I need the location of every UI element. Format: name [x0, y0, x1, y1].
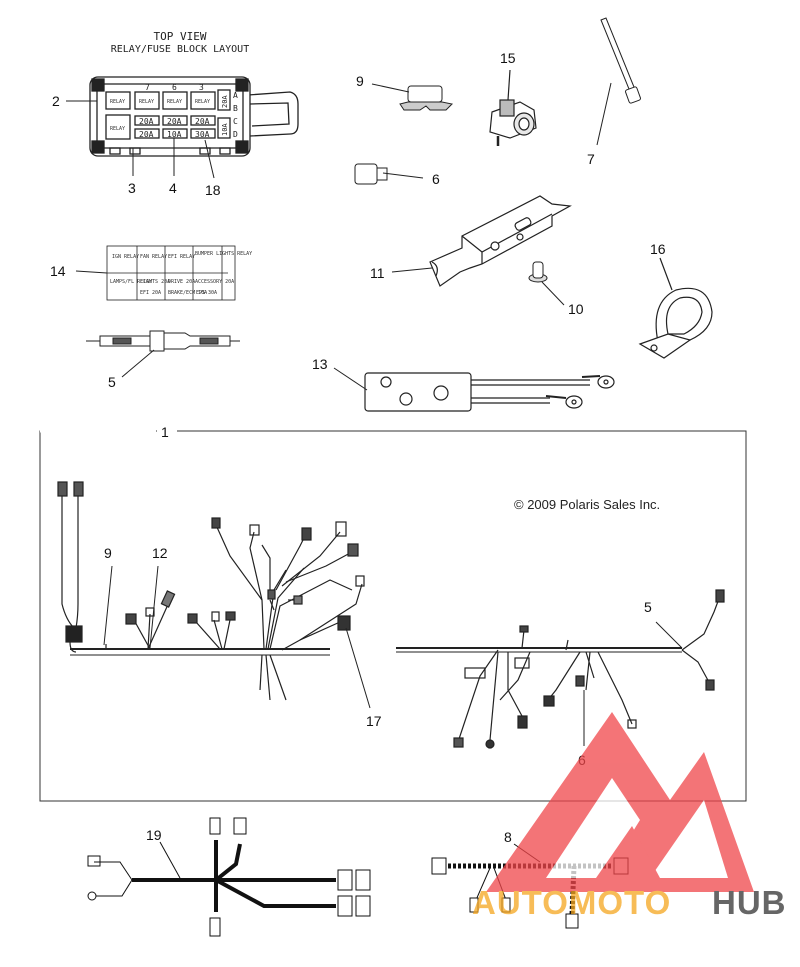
svg-text:20A: 20A	[195, 117, 210, 126]
callout-12: 12	[152, 545, 168, 561]
sensor-connector	[489, 69, 537, 146]
small-connector	[354, 163, 424, 185]
svg-text:10A: 10A	[167, 130, 182, 139]
fuse-block-title: TOP VIEW	[154, 30, 207, 43]
svg-text:IGN RELAY: IGN RELAY	[112, 254, 139, 260]
callout-7: 7	[587, 151, 595, 167]
chassis-harness-left	[57, 481, 371, 709]
callout-15: 15	[500, 50, 516, 66]
callout-19: 19	[146, 827, 162, 843]
fuse-block-subtitle: RELAY/FUSE BLOCK LAYOUT	[111, 44, 249, 55]
svg-text:BRAKE/ECM 10A: BRAKE/ECM 10A	[168, 290, 207, 296]
callout-9-clip: 9	[356, 73, 364, 89]
svg-text:FAN RELAY: FAN RELAY	[140, 254, 167, 260]
watermark-text-automoto: AUTOMOTO	[472, 884, 671, 921]
svg-text:EFI RELAY: EFI RELAY	[168, 254, 195, 260]
copyright-notice: © 2009 Polaris Sales Inc.	[514, 497, 660, 512]
harness-19	[87, 817, 371, 937]
callout-3: 3	[128, 180, 136, 196]
svg-text:LIGHTS 20A: LIGHTS 20A	[140, 279, 170, 285]
callout-2: 2	[52, 93, 60, 109]
watermark-text-hub: HUB	[712, 884, 787, 921]
callout-13: 13	[312, 356, 328, 372]
svg-text:RELAY: RELAY	[195, 99, 210, 105]
callout-6-connector: 6	[432, 171, 440, 187]
callout-14: 14	[50, 263, 66, 279]
callout-16: 16	[650, 241, 666, 257]
svg-text:A: A	[233, 91, 238, 100]
main-harness-frame	[39, 424, 747, 802]
svg-text:DRIVE 20A: DRIVE 20A	[168, 279, 195, 285]
callout-4: 4	[169, 180, 177, 196]
chassis-harness-right	[396, 589, 725, 749]
callout-5-harness: 5	[644, 599, 652, 615]
callout-5-fuse-holder: 5	[108, 374, 116, 390]
mounting-bracket	[391, 195, 572, 287]
callout-8: 8	[504, 829, 512, 845]
svg-text:RELAY: RELAY	[110, 126, 125, 132]
svg-text:20A: 20A	[167, 117, 182, 126]
callout-18: 18	[205, 182, 221, 198]
fuse-chart-decal: IGN RELAY FAN RELAY EFI RELAY BUMPER LIG…	[75, 245, 252, 301]
cable-tie	[596, 17, 641, 146]
svg-text:EFI 20A: EFI 20A	[140, 290, 161, 296]
svg-text:RELAY: RELAY	[167, 99, 182, 105]
svg-text:20A: 20A	[139, 117, 154, 126]
svg-text:6: 6	[172, 83, 177, 92]
automotohub-watermark: AUTOMOTO HUB	[472, 712, 787, 921]
svg-text:RELAY: RELAY	[110, 99, 125, 105]
push-rivet	[528, 261, 565, 306]
ground-lead-assembly	[333, 367, 615, 412]
svg-text:EPS 30A: EPS 30A	[196, 290, 217, 296]
inline-fuse-holder	[86, 330, 240, 378]
svg-text:C: C	[233, 117, 238, 126]
callout-11: 11	[370, 265, 385, 281]
svg-text:20A: 20A	[139, 130, 154, 139]
callout-17: 17	[366, 713, 382, 729]
callout-10: 10	[568, 301, 584, 317]
svg-text:7: 7	[145, 83, 150, 92]
callout-9-harness: 9	[104, 545, 112, 561]
fuse-block-layout: TOP VIEW RELAY/FUSE BLOCK LAYOUT 7 6 3 R…	[66, 30, 299, 179]
svg-text:3: 3	[199, 83, 204, 92]
svg-text:LAMPS/FL RELAY: LAMPS/FL RELAY	[110, 279, 152, 285]
svg-text:20A: 20A	[221, 95, 229, 108]
svg-text:B: B	[233, 104, 238, 113]
relay-clip	[371, 83, 454, 111]
svg-text:10A: 10A	[221, 123, 229, 136]
svg-text:BUMPER LIGHTS RELAY: BUMPER LIGHTS RELAY	[195, 251, 252, 257]
p-clamp	[638, 257, 713, 359]
svg-text:ACCESSORY 20A: ACCESSORY 20A	[195, 279, 234, 285]
callout-1: 1	[161, 424, 169, 440]
svg-text:30A: 30A	[195, 130, 210, 139]
svg-text:RELAY: RELAY	[139, 99, 154, 105]
svg-text:D: D	[233, 130, 238, 139]
